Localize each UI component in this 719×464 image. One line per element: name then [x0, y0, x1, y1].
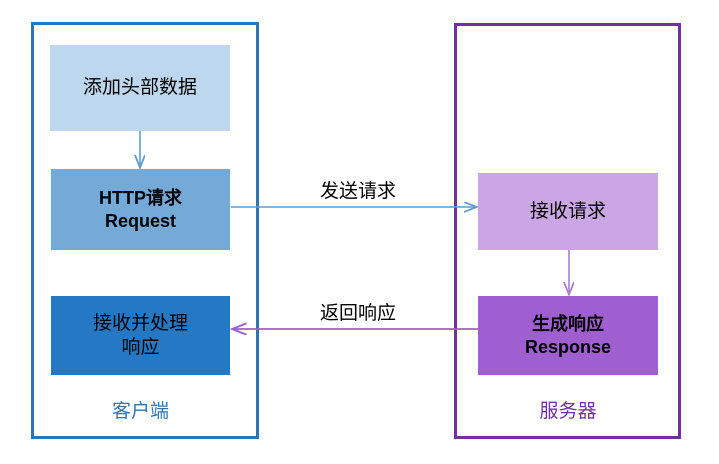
edge-label-return-response: 返回响应: [319, 303, 396, 324]
node-http-request-label-line1: HTTP请求: [99, 188, 182, 208]
node-receive-process-label-line2: 响应: [121, 336, 160, 358]
node-receive-request-label: 接收请求: [529, 200, 606, 222]
node-http-request[interactable]: HTTP请求 Request: [51, 169, 230, 250]
node-add-header-data[interactable]: 添加头部数据: [50, 45, 230, 131]
node-add-header-label: 添加头部数据: [82, 77, 197, 99]
node-receive-and-process-response[interactable]: 接收并处理 响应: [51, 296, 230, 375]
node-generate-response-label-line2: Response: [524, 336, 612, 357]
node-generate-response[interactable]: 生成响应 Response: [478, 296, 658, 375]
client-lane-label: 客户端: [111, 401, 169, 422]
node-receive-process-label-line1: 接收并处理: [92, 312, 188, 334]
node-generate-response-label-line1: 生成响应: [532, 314, 604, 334]
server-lane-label: 服务器: [539, 401, 597, 422]
server-lane-container: [454, 23, 681, 439]
client-lane-container: [31, 22, 259, 439]
node-receive-request[interactable]: 接收请求: [478, 173, 658, 250]
node-http-request-label-line2: Request: [104, 210, 176, 231]
edge-label-send-request: 发送请求: [319, 181, 396, 202]
